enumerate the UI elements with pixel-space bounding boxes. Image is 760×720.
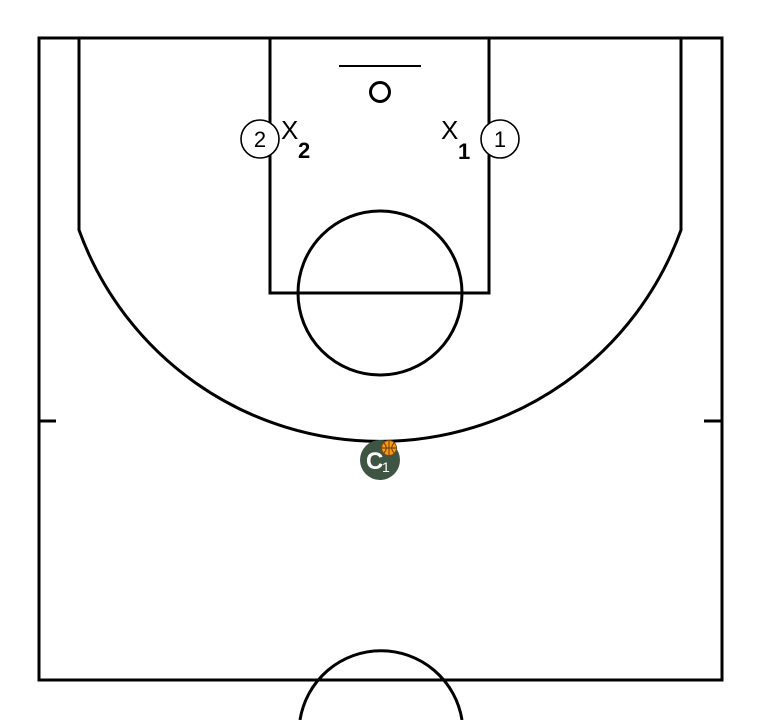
defense-player-x1-letter: X <box>441 115 458 145</box>
defense-player-x2[interactable]: X 2 <box>281 115 310 163</box>
offense-player-2-circle <box>240 119 280 159</box>
offense-player-1[interactable]: 1 <box>480 119 520 159</box>
center-circle <box>298 649 464 720</box>
defense-player-x1[interactable]: X 1 <box>441 115 470 164</box>
defense-player-x1-number: 1 <box>458 139 470 164</box>
basketball-icon <box>381 440 397 456</box>
coach-c1[interactable]: C 1 <box>360 440 400 480</box>
offense-player-1-number: 1 <box>494 127 506 152</box>
paint-key <box>268 36 491 295</box>
defense-player-x2-number: 2 <box>298 138 310 163</box>
offense-player-1-circle <box>480 119 520 159</box>
offense-player-2-number: 2 <box>254 127 266 152</box>
defense-player-x2-letter: X <box>281 115 298 145</box>
basket <box>369 81 391 103</box>
three-point-line <box>77 38 683 443</box>
court-boundary <box>37 36 724 682</box>
offense-player-2[interactable]: 2 <box>240 119 280 159</box>
coach-number: 1 <box>382 459 390 475</box>
free-throw-circle <box>296 209 464 377</box>
coach-letter: C <box>366 448 383 475</box>
